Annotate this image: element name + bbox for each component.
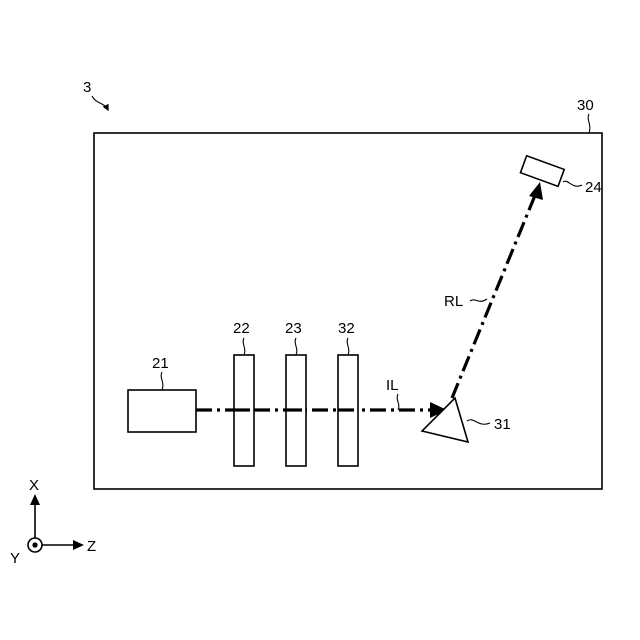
housing-label: 30 (577, 97, 594, 114)
reflected-light-leader (470, 299, 487, 301)
light-source-label: 21 (152, 355, 169, 372)
incident-light-label: IL (386, 377, 399, 394)
incident-light-leader (397, 394, 399, 410)
device-pointer-arrow (92, 96, 108, 110)
light-source-21 (128, 390, 196, 432)
y-axis-label: Y (10, 550, 20, 567)
x-axis-label: X (29, 477, 39, 494)
light-source-leader (161, 372, 163, 390)
element-32-label: 32 (338, 320, 355, 337)
x-axis-arrowhead (30, 494, 40, 505)
prism-leader (467, 420, 490, 424)
prism-31 (422, 398, 468, 442)
prism-label: 31 (494, 416, 511, 433)
detector-label: 24 (585, 179, 602, 196)
element-22-leader (243, 338, 245, 355)
z-axis-label: Z (87, 538, 96, 555)
detector-24 (520, 156, 564, 187)
z-axis-arrowhead (73, 540, 84, 550)
housing-leader (588, 114, 590, 133)
element-23-label: 23 (285, 320, 302, 337)
reflected-light-beam (452, 193, 536, 398)
y-axis-symbol-dot (32, 542, 37, 547)
reflected-beam-arrowhead (529, 182, 543, 200)
element-32-leader (347, 338, 349, 355)
detector-leader (563, 181, 582, 186)
reflected-light-label: RL (444, 293, 463, 310)
element-22-label: 22 (233, 320, 250, 337)
element-23-leader (295, 338, 297, 355)
device-label: 3 (83, 79, 91, 96)
